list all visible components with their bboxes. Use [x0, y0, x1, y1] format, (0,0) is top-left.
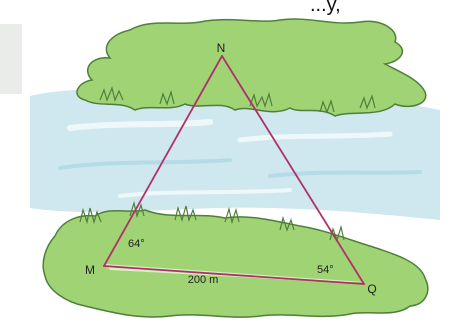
far-bank-grass [99, 86, 376, 114]
left-shadow [0, 24, 22, 94]
side-nq [221, 55, 365, 285]
river [30, 87, 440, 220]
river-ripple-1 [67, 119, 213, 131]
vertex-label-q: Q [367, 282, 376, 296]
river-ripple-5 [118, 188, 292, 198]
top-text: ...y, [310, 0, 341, 16]
triangle [103, 55, 365, 285]
river-ripple-3 [58, 158, 232, 170]
base-ground [105, 264, 365, 282]
side-mq [103, 265, 365, 285]
angle-label-q: 54° [317, 264, 334, 276]
far-bank-bush [76, 18, 427, 117]
near-bank-grass [79, 200, 345, 242]
near-bank-bush [42, 209, 429, 318]
vertex-label-m: M [85, 263, 95, 277]
vertex-label-n: N [217, 41, 226, 55]
base-length-label: 200 m [188, 274, 219, 286]
river-ripple-2 [237, 131, 393, 143]
side-mn [103, 55, 223, 267]
river-ripple-4 [268, 170, 422, 178]
angle-label-m: 64° [128, 238, 145, 250]
top-text-fragment: ...y, [0, 0, 454, 22]
